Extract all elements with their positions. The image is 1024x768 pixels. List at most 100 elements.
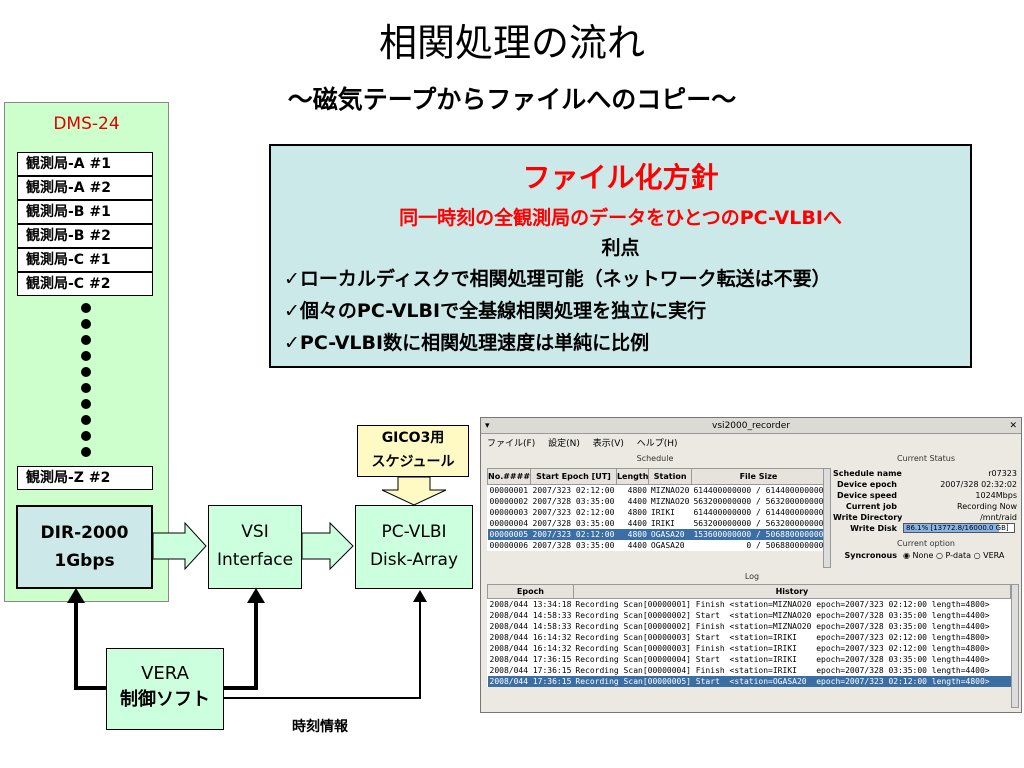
log-column-header[interactable]: Epoch xyxy=(487,584,574,599)
device-speed-label: Device speed xyxy=(836,491,897,500)
window-titlebar[interactable]: vsi2000_recorder ✕ ▾ xyxy=(481,418,1021,434)
schedule-cell: 614400000000 / 614400000000 xyxy=(693,485,824,495)
log-cell: Recording Scan[00000003] Finish <station… xyxy=(575,643,990,653)
radio-none[interactable]: ◉ xyxy=(903,551,910,560)
schedule-scrollbar[interactable] xyxy=(823,468,831,568)
ellipsis-dot xyxy=(81,383,91,393)
arrowhead-dir xyxy=(67,588,85,603)
radio-none-label: None xyxy=(912,551,934,560)
arrowhead-vsi xyxy=(247,588,265,603)
ellipsis-dot xyxy=(81,319,91,329)
radio-pdata[interactable]: ○ xyxy=(935,551,943,560)
schedule-cell: 4400 xyxy=(627,496,647,506)
log-cell: 2008/044 17:36:15 xyxy=(487,675,574,687)
ellipsis-dot xyxy=(81,367,91,377)
log-cell: Recording Scan[00000004] Start <station=… xyxy=(575,654,990,664)
policy-subtitle: 同一時刻の全観測局のデータをひとつのPC-VLBIへ xyxy=(399,207,842,229)
schedule-cell: 4800 xyxy=(627,485,647,495)
station-item: 観測局-C #1 xyxy=(17,248,153,272)
vera-line2: 制御ソフト xyxy=(120,689,210,710)
radio-vera-label: VERA xyxy=(983,551,1005,560)
log-column-header[interactable]: History xyxy=(572,584,1012,599)
menu-view[interactable]: 表示(V) xyxy=(592,439,624,449)
gico3-schedule-block: GICO3用 スケジュール xyxy=(357,425,469,477)
log-scrollbar[interactable] xyxy=(1011,584,1019,708)
schedule-column-header[interactable]: Start Epoch [UT] xyxy=(530,468,617,485)
vera-control-block: VERA 制御ソフト xyxy=(106,648,224,730)
line-time-info xyxy=(224,600,421,699)
schedule-cell: 2007/323 02:12:00 xyxy=(532,485,615,495)
write-disk-fill xyxy=(904,524,999,532)
ellipsis-dot xyxy=(81,335,91,345)
log-cell: Recording Scan[00000003] Start <station=… xyxy=(575,632,990,642)
station-item: 観測局-B #1 xyxy=(17,200,153,224)
schedule-cell: 614400000000 / 614400000000 xyxy=(693,507,824,517)
close-icon[interactable]: ✕ xyxy=(1009,421,1017,431)
schedule-cell: 0 / 506880000000 xyxy=(746,540,824,550)
schedule-cell: 2007/328 03:35:00 xyxy=(532,518,615,528)
schedule-cell: 4800 xyxy=(627,507,647,517)
pc-line2: Disk-Array xyxy=(369,550,459,570)
benefit-item: ✓PC-VLBI数に相関処理速度は単純に比例 xyxy=(284,332,650,354)
benefit-item: ✓個々のPC-VLBIで全基線相関処理を独立に実行 xyxy=(284,300,707,322)
time-info-label: 時刻情報 xyxy=(292,719,348,735)
schedule-cell: IRIKI xyxy=(650,518,675,528)
schedule-cell: 4400 xyxy=(627,540,647,550)
menu-file[interactable]: ファイル(F) xyxy=(487,439,536,449)
schedule-cell: 00000005 xyxy=(487,528,531,540)
menu-settings[interactable]: 設定(N) xyxy=(548,439,580,449)
log-cell: Recording Scan[00000002] Finish <station… xyxy=(575,621,990,631)
station-item: 観測局-C #2 xyxy=(17,272,153,296)
log-cell: Recording Scan[00000002] Start <station=… xyxy=(575,610,990,620)
gico-line1: GICO3用 xyxy=(381,430,445,446)
schedule-cell: 2007/323 02:12:00 xyxy=(532,507,615,517)
page-subtitle: 〜磁気テープからファイルへのコピー〜 xyxy=(287,85,737,114)
schedule-column-header[interactable]: Length xyxy=(615,468,650,485)
vera-line1: VERA xyxy=(141,663,189,684)
pc-line1: PC-VLBI xyxy=(381,522,447,542)
window-title: vsi2000_recorder xyxy=(712,421,790,431)
radio-pdata-label: P-data xyxy=(945,551,972,560)
log-cell: 2008/044 13:34:18 xyxy=(489,599,572,609)
schedule-cell: OGASA20 xyxy=(650,540,685,550)
station-item: 観測局-A #1 xyxy=(17,152,153,176)
dms-label: DMS-24 xyxy=(53,114,120,134)
log-cell: 2008/044 14:58:33 xyxy=(489,610,572,620)
ellipsis-dot xyxy=(81,399,91,409)
vsi-line1: VSI xyxy=(241,522,269,542)
schedule-cell: 153600000000 / 506880000000 xyxy=(691,528,826,540)
radio-vera[interactable]: ○ xyxy=(973,551,981,560)
schedule-heading: Schedule xyxy=(636,454,674,463)
menu-help[interactable]: ヘルプ(H) xyxy=(636,439,678,449)
schedule-cell: 2007/328 03:35:00 xyxy=(532,540,615,550)
schedule-column-header[interactable]: Station xyxy=(648,468,692,485)
ellipsis-dot xyxy=(81,415,91,425)
write-disk-progress: 86.1% [13772.8/16000.0 GB] xyxy=(903,523,1015,533)
schedule-column-header[interactable]: File Size xyxy=(690,468,826,485)
schedule-column-header[interactable]: No.#### xyxy=(486,468,532,485)
dir-line2: 1Gbps xyxy=(54,551,115,571)
schedule-cell: 563200000000 / 563200000000 xyxy=(693,518,824,528)
log-heading: Log xyxy=(744,572,760,581)
write-directory-value: /mnt/raid xyxy=(980,513,1017,522)
vsi-line2: Interface xyxy=(216,550,294,570)
window-menu-icon[interactable]: ▾ xyxy=(485,421,490,431)
